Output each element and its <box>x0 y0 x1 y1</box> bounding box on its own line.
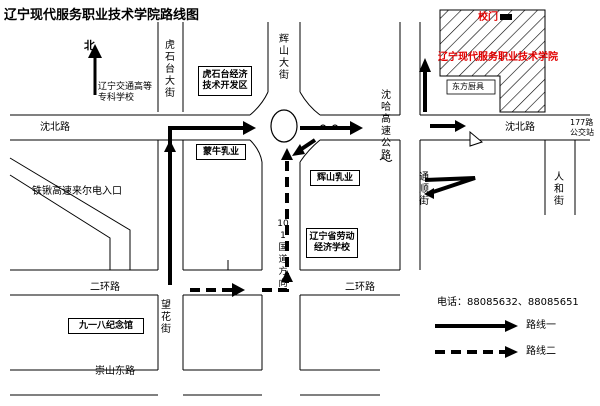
liaoning-jt-label: 辽宁交通高等专科学校 <box>98 82 158 104</box>
jiuyiba-text: 九一八纪念馆 <box>78 320 133 331</box>
route-one-path <box>168 70 476 285</box>
route-two-arrow <box>281 270 293 282</box>
road-shenha: 沈哈高速公路 <box>381 90 391 161</box>
mengniu-box: 蒙牛乳业 <box>196 144 246 160</box>
school-name-label: 辽宁现代服务职业技术学院 <box>438 52 558 63</box>
liaoning-jt-text: 辽宁交通高等专科学校 <box>98 82 153 103</box>
jiuyiba-box: 九一八纪念馆 <box>68 318 144 334</box>
contact-phone: 电话：88085632、88085651 <box>437 297 579 308</box>
road-erhuan-right: 二环路 <box>345 282 375 293</box>
huishan-ruye-text: 辉山乳业 <box>316 172 353 183</box>
legend-route-two-label: 路线二 <box>526 346 556 357</box>
legend-route-one-arrow <box>505 320 518 332</box>
roundabout <box>270 109 298 143</box>
xiangmeng-text: 铁锹高速来尔电入口 <box>32 186 122 197</box>
road-huishi: 虎石台大街 <box>165 40 175 99</box>
page-title: 辽宁现代服务职业技术学院路线图 <box>4 8 200 23</box>
school-gate-marker <box>500 14 512 20</box>
dongfang-block <box>446 79 496 95</box>
road-101: 101国道方向 <box>277 219 289 289</box>
route-one-arrow <box>292 144 305 156</box>
road-wanghua: 望花街 <box>161 300 171 335</box>
road-shenbei-left: 沈北路 <box>40 122 70 133</box>
route-one-arrow <box>469 130 484 147</box>
labor-school-box: 辽宁省劳动经济学校 <box>306 228 358 258</box>
north-arrow-head <box>88 44 102 58</box>
road-xiangmeng: 铁锹高速来尔电入口 <box>32 186 132 198</box>
route-one-arrow <box>164 140 176 152</box>
road-chongshan: 崇山东路 <box>95 366 135 377</box>
legend-route-one-label: 路线一 <box>526 320 556 331</box>
bus177-label: 177路公交站 <box>570 118 598 138</box>
road-shenbei-right: 沈北路 <box>505 122 535 133</box>
route-one-arrow <box>424 188 434 199</box>
highway-mark-2 <box>379 158 393 162</box>
school-gate-label: 校门 <box>478 12 498 23</box>
road-huishan: 辉山大街 <box>279 34 289 81</box>
road-renhe: 人和街 <box>554 172 564 207</box>
bus177-text: 177路公交站 <box>570 118 594 137</box>
route-one-arrow <box>419 58 431 72</box>
mengniu-text: 蒙牛乳业 <box>202 146 239 157</box>
north-label: 北 <box>84 39 95 52</box>
road-tongshun: 通顺街 <box>419 172 429 207</box>
labor-school-text: 辽宁省劳动经济学校 <box>309 232 355 253</box>
legend-route-two-arrow <box>505 346 518 358</box>
route-one-arrow <box>350 121 363 135</box>
campus-area <box>439 9 546 113</box>
dongfang-label: 东方厨具 <box>452 82 484 91</box>
route-two-arrow <box>281 148 293 160</box>
huishi-zone-text: 虎石台经济技术开发区 <box>202 70 248 91</box>
road-network <box>9 22 590 396</box>
route-two-arrow <box>232 283 245 297</box>
huishan-ruye-box: 辉山乳业 <box>310 170 360 186</box>
route-one-arrow <box>243 121 256 135</box>
road-erhuan-left: 二环路 <box>90 282 120 293</box>
route-two-path <box>190 160 289 292</box>
huishi-zone-box: 虎石台经济技术开发区 <box>198 66 252 96</box>
route-one-arrow <box>455 120 466 132</box>
